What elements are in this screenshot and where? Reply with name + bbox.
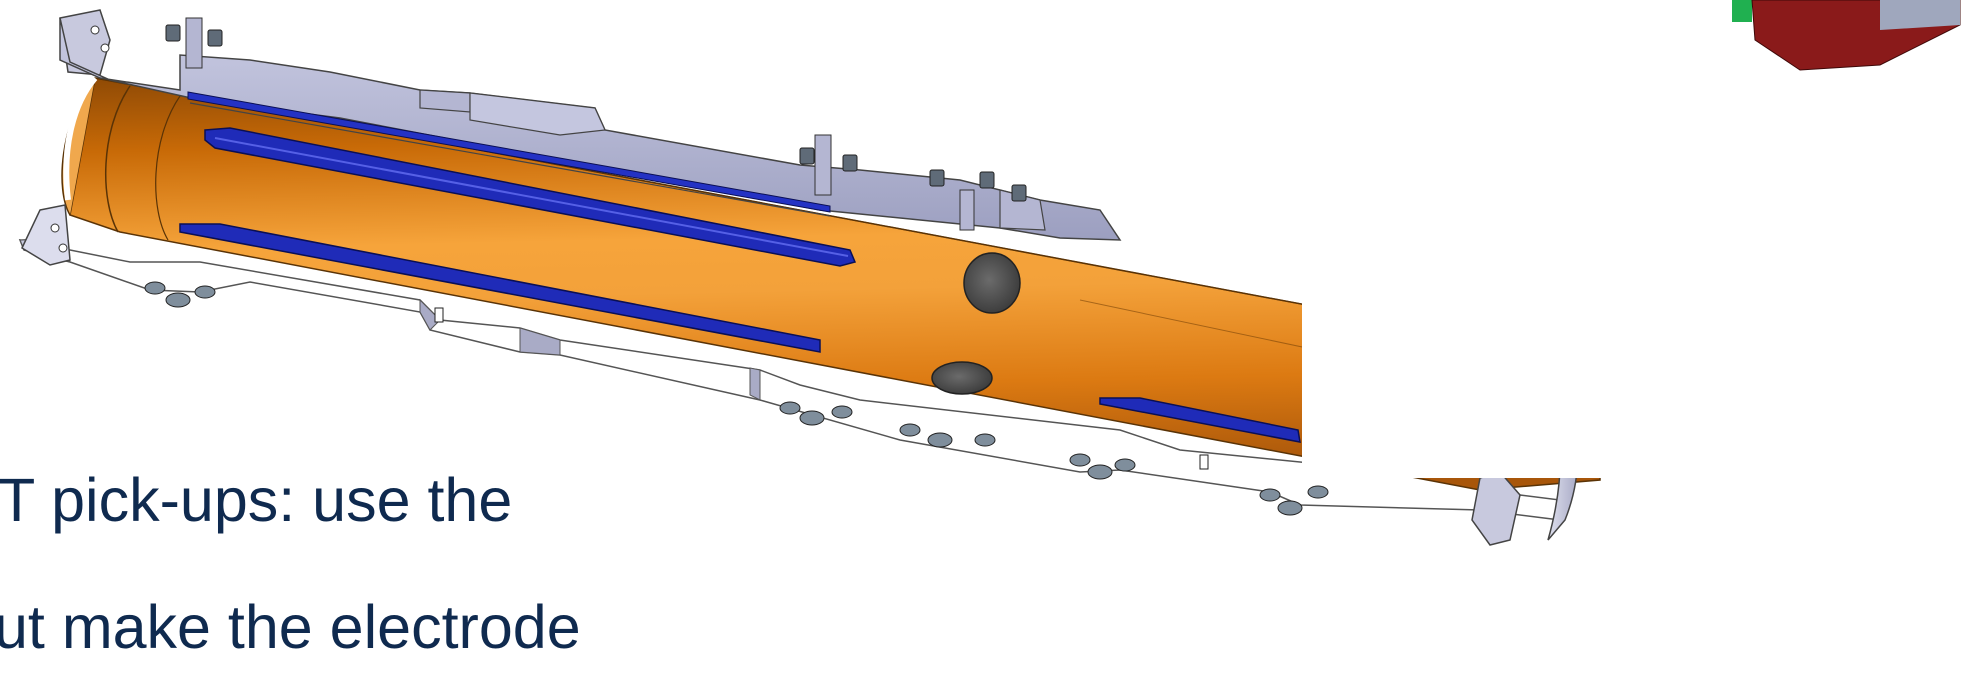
left-flange	[21, 9, 111, 266]
electrode-upper-thin	[187, 91, 831, 213]
electrode-right	[1099, 397, 1301, 443]
bolts-top	[165, 17, 1027, 231]
slide-text-line-2: ut make the electrode	[0, 593, 581, 661]
feedthrough-holes	[931, 252, 1021, 395]
white-overlay-panel	[1302, 0, 1732, 478]
electrode-bottom	[179, 223, 821, 353]
bolts-bottom	[144, 281, 1329, 516]
upper-housing	[59, 17, 1122, 241]
electrode-top	[204, 127, 857, 267]
slide-text-line-1: T pick-ups: use the	[0, 466, 513, 534]
